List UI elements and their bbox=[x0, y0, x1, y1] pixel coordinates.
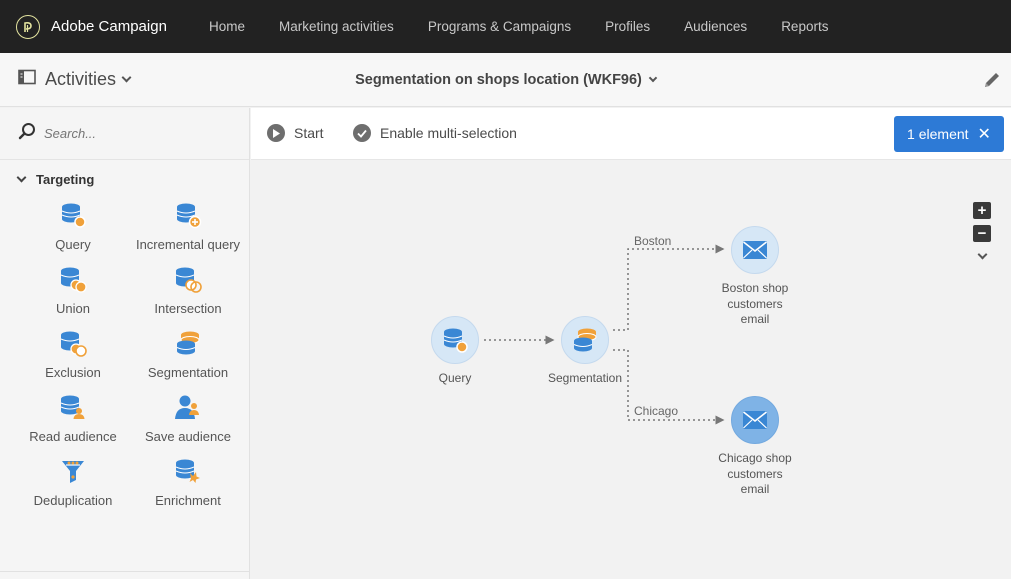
workflow-node-chicago-email[interactable]: Chicago shop customers email bbox=[710, 396, 800, 498]
union-icon bbox=[58, 263, 88, 295]
activity-label: Union bbox=[56, 301, 90, 316]
play-icon bbox=[267, 124, 285, 142]
node-label: Chicago shop customers email bbox=[718, 451, 791, 498]
node-label: Query bbox=[438, 371, 472, 385]
query-icon bbox=[431, 316, 479, 364]
zoom-in-button[interactable]: + bbox=[973, 202, 991, 219]
activity-label: Intersection bbox=[154, 301, 222, 316]
activities-sidebar: Targeting Query Incremental query Union bbox=[0, 108, 250, 579]
exclusion-icon bbox=[58, 327, 88, 359]
activity-segmentation[interactable]: Segmentation bbox=[136, 327, 240, 380]
intersection-icon bbox=[173, 263, 203, 295]
workflow-canvas[interactable]: Boston Chicago Query Segmentation Boston… bbox=[251, 160, 1011, 579]
activity-save-audience[interactable]: Save audience bbox=[136, 391, 240, 444]
brand-name: Adobe Campaign bbox=[51, 18, 167, 35]
transition-chicago bbox=[613, 349, 725, 425]
targeting-section-toggle[interactable]: Targeting bbox=[0, 172, 249, 187]
transition-label-chicago: Chicago bbox=[634, 404, 679, 418]
edit-pencil-icon[interactable] bbox=[981, 69, 1003, 91]
workflow-node-boston-email[interactable]: Boston shop customers email bbox=[710, 226, 800, 328]
search-input[interactable] bbox=[44, 126, 224, 141]
multi-selection-label: Enable multi-selection bbox=[380, 125, 517, 141]
email-envelope-icon bbox=[731, 396, 779, 444]
activity-label: Read audience bbox=[29, 429, 117, 444]
close-icon[interactable]: ✕ bbox=[977, 126, 991, 143]
workflow-node-query[interactable]: Query bbox=[418, 316, 492, 387]
nav-item-audiences[interactable]: Audiences bbox=[684, 19, 748, 34]
checkmark-icon bbox=[353, 124, 371, 142]
sidebar-next-section bbox=[0, 571, 249, 579]
brand[interactable]: Adobe Campaign bbox=[16, 14, 209, 39]
activity-intersection[interactable]: Intersection bbox=[136, 263, 240, 316]
start-button[interactable]: Start bbox=[267, 124, 324, 142]
segmentation-icon bbox=[173, 327, 203, 359]
read-audience-icon bbox=[58, 391, 88, 423]
activities-panel-toggle[interactable]: Activities bbox=[18, 69, 132, 90]
workflow-transitions bbox=[484, 244, 725, 425]
panel-toggle-icon bbox=[18, 69, 36, 90]
node-label-line: email bbox=[740, 312, 770, 326]
targeting-section-title: Targeting bbox=[36, 172, 95, 187]
top-navigation-bar: Adobe Campaign Home Marketing activities… bbox=[0, 0, 1011, 53]
activity-label: Query bbox=[55, 237, 91, 252]
search-icon bbox=[18, 122, 36, 145]
activity-label: Save audience bbox=[144, 429, 231, 444]
activity-incremental-query[interactable]: Incremental query bbox=[136, 199, 240, 252]
selection-count-button[interactable]: 1 element ✕ bbox=[894, 116, 1004, 152]
start-label: Start bbox=[294, 125, 324, 141]
activity-label: Exclusion bbox=[45, 365, 101, 380]
zoom-out-button[interactable]: − bbox=[973, 225, 991, 242]
nav-item-profiles[interactable]: Profiles bbox=[605, 19, 651, 34]
enrichment-icon bbox=[173, 455, 203, 487]
node-label-line: email bbox=[740, 482, 770, 496]
adobe-campaign-logo-icon bbox=[16, 14, 40, 39]
transition-boston bbox=[613, 244, 725, 331]
node-label-line: customers bbox=[727, 296, 783, 311]
enable-multi-selection-button[interactable]: Enable multi-selection bbox=[353, 124, 517, 142]
workflow-title[interactable]: Segmentation on shops location (WKF96) bbox=[355, 72, 642, 88]
segmentation-icon bbox=[561, 316, 609, 364]
node-label-line: Chicago shop bbox=[718, 451, 792, 465]
workflow-toolbar: Start Enable multi-selection 1 element ✕ bbox=[251, 108, 1011, 160]
activity-label: Deduplication bbox=[33, 493, 113, 508]
workflow-node-segmentation[interactable]: Segmentation bbox=[538, 316, 632, 387]
activity-read-audience[interactable]: Read audience bbox=[10, 391, 136, 444]
transition-label-boston: Boston bbox=[634, 234, 672, 248]
query-icon bbox=[58, 199, 88, 231]
node-label-line: Boston shop bbox=[721, 281, 789, 295]
activity-label: Segmentation bbox=[147, 365, 229, 380]
targeting-activities-grid: Query Incremental query Union Intersecti… bbox=[10, 199, 249, 508]
activity-label: Enrichment bbox=[155, 493, 221, 508]
activity-deduplication[interactable]: Deduplication bbox=[10, 455, 136, 508]
selection-count-label: 1 element bbox=[907, 126, 969, 142]
activities-title: Activities bbox=[45, 69, 117, 89]
chevron-down-icon bbox=[16, 172, 27, 183]
activity-enrichment[interactable]: Enrichment bbox=[136, 455, 240, 508]
workflow-title-chevron-icon[interactable] bbox=[648, 73, 658, 83]
sidebar-search bbox=[0, 108, 249, 160]
workflow-title-wrap: Segmentation on shops location (WKF96) bbox=[0, 71, 1011, 89]
activity-label: Incremental query bbox=[135, 237, 241, 252]
email-envelope-icon bbox=[731, 226, 779, 274]
save-audience-icon bbox=[173, 391, 203, 423]
activity-union[interactable]: Union bbox=[10, 263, 136, 316]
nav-item-home[interactable]: Home bbox=[209, 19, 246, 34]
node-label: Segmentation bbox=[547, 371, 623, 385]
incremental-query-icon bbox=[173, 199, 203, 231]
node-label: Boston shop customers email bbox=[722, 281, 789, 328]
nav-item-programs-campaigns[interactable]: Programs & Campaigns bbox=[427, 19, 572, 34]
workflow-header: Activities Segmentation on shops locatio… bbox=[0, 53, 1011, 107]
activity-exclusion[interactable]: Exclusion bbox=[10, 327, 136, 380]
nav-item-marketing-activities[interactable]: Marketing activities bbox=[279, 19, 394, 34]
activity-query[interactable]: Query bbox=[10, 199, 136, 252]
deduplication-icon bbox=[58, 455, 88, 487]
nav-item-reports[interactable]: Reports bbox=[781, 19, 829, 34]
main-nav: Home Marketing activities Programs & Cam… bbox=[209, 19, 862, 34]
node-label-line: customers bbox=[727, 466, 783, 481]
